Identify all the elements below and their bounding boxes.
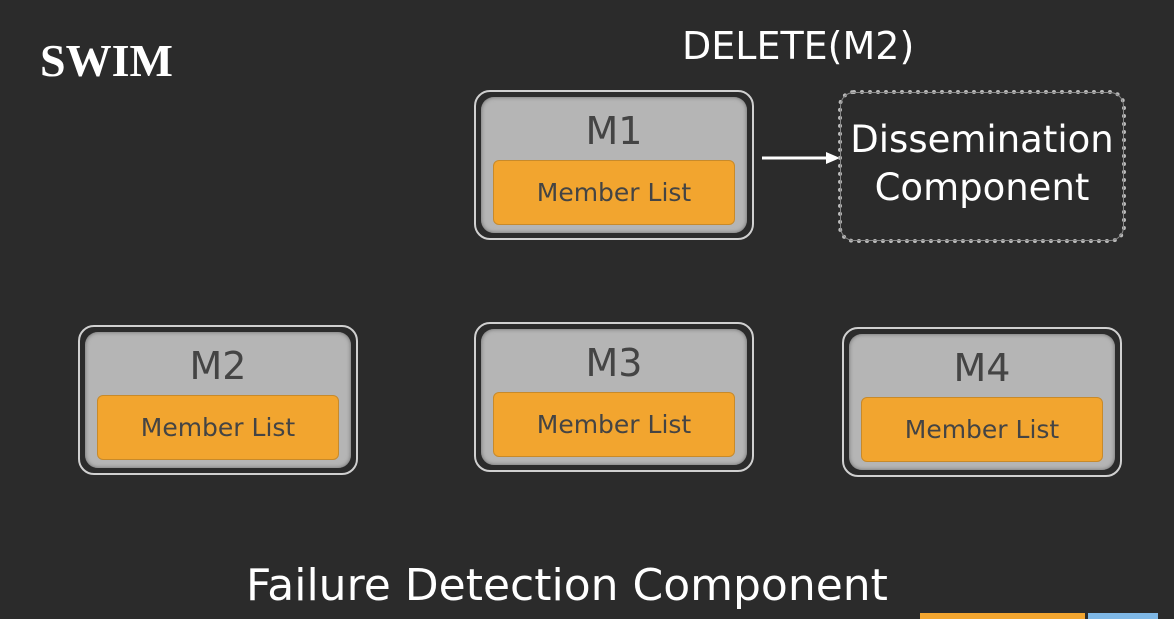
arrow-icon [762, 152, 840, 164]
member-list: Member List [493, 392, 735, 457]
delete-message-label: DELETE(M2) [682, 24, 915, 68]
member-list: Member List [861, 397, 1103, 462]
footer-caption: Failure Detection Component [246, 560, 888, 611]
node-name: M2 [189, 344, 247, 388]
slide-title: SWIM [40, 35, 173, 86]
dissemination-line1: Dissemination [850, 118, 1114, 161]
node-name: M4 [953, 346, 1011, 390]
dissemination-line2: Component [874, 166, 1090, 209]
member-list: Member List [97, 395, 339, 460]
conference-logo [920, 613, 1158, 619]
node-name: M3 [585, 341, 643, 385]
node-m1: M1 Member List [474, 90, 754, 240]
node-m4: M4 Member List [842, 327, 1122, 477]
node-m2: M2 Member List [78, 325, 358, 475]
dissemination-component: Dissemination Component [838, 90, 1126, 243]
node-name: M1 [585, 109, 643, 153]
node-m3: M3 Member List [474, 322, 754, 472]
member-list: Member List [493, 160, 735, 225]
